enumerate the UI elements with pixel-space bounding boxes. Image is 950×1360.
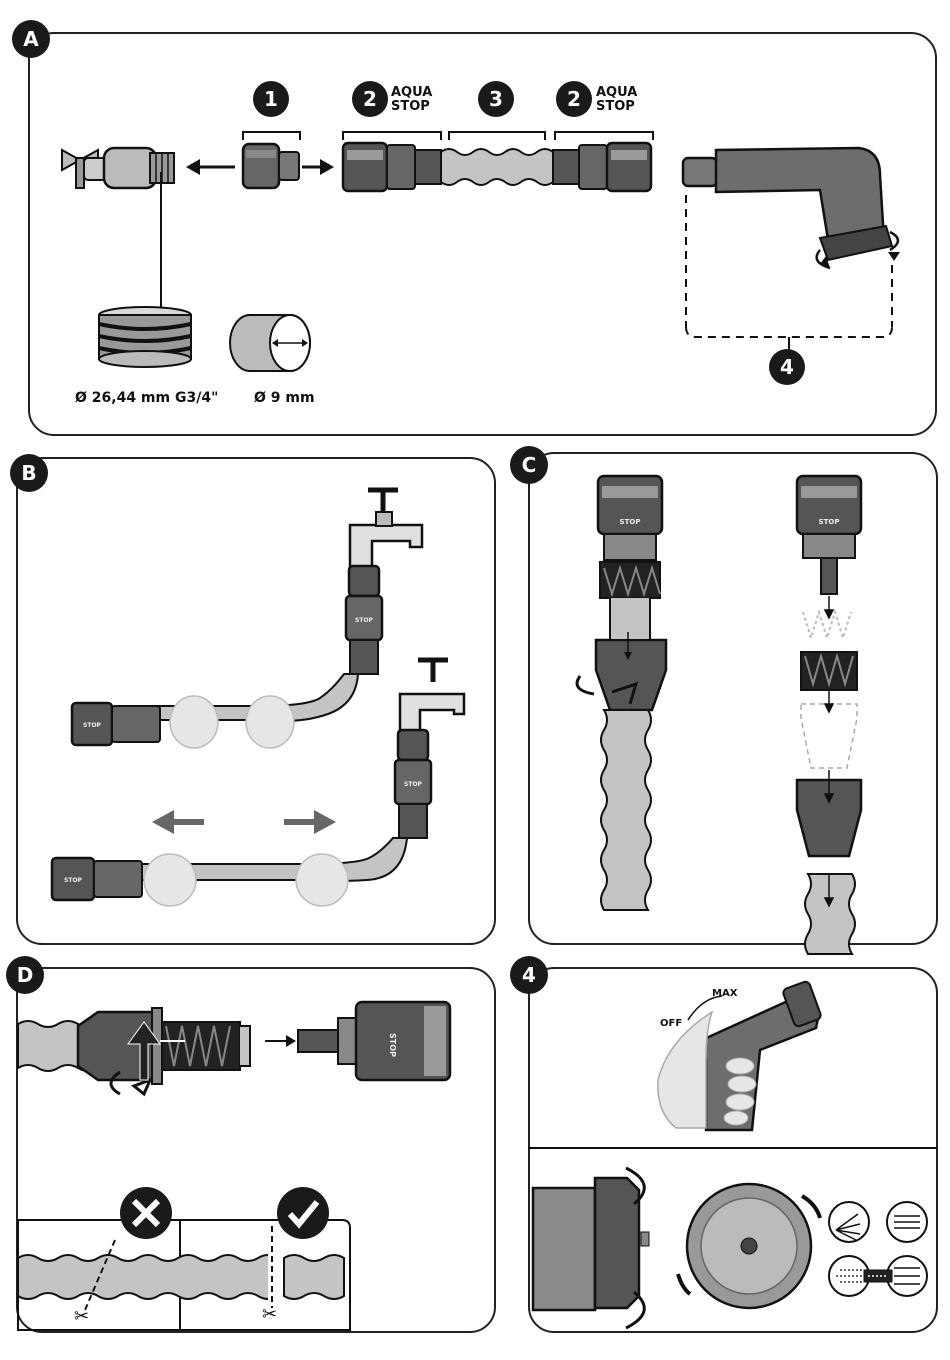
- panel-4-badge: 4: [510, 956, 548, 994]
- panel-b-badge: B: [10, 454, 48, 492]
- panel-d-badge: D: [6, 956, 44, 994]
- panel-a-badge: A: [12, 20, 50, 58]
- panel-4: [528, 967, 938, 1333]
- panel-c-badge: C: [510, 446, 548, 484]
- panel-b: [16, 457, 496, 945]
- panel-a: [28, 32, 937, 436]
- panel-c: [528, 452, 938, 945]
- panel-d: [16, 967, 496, 1333]
